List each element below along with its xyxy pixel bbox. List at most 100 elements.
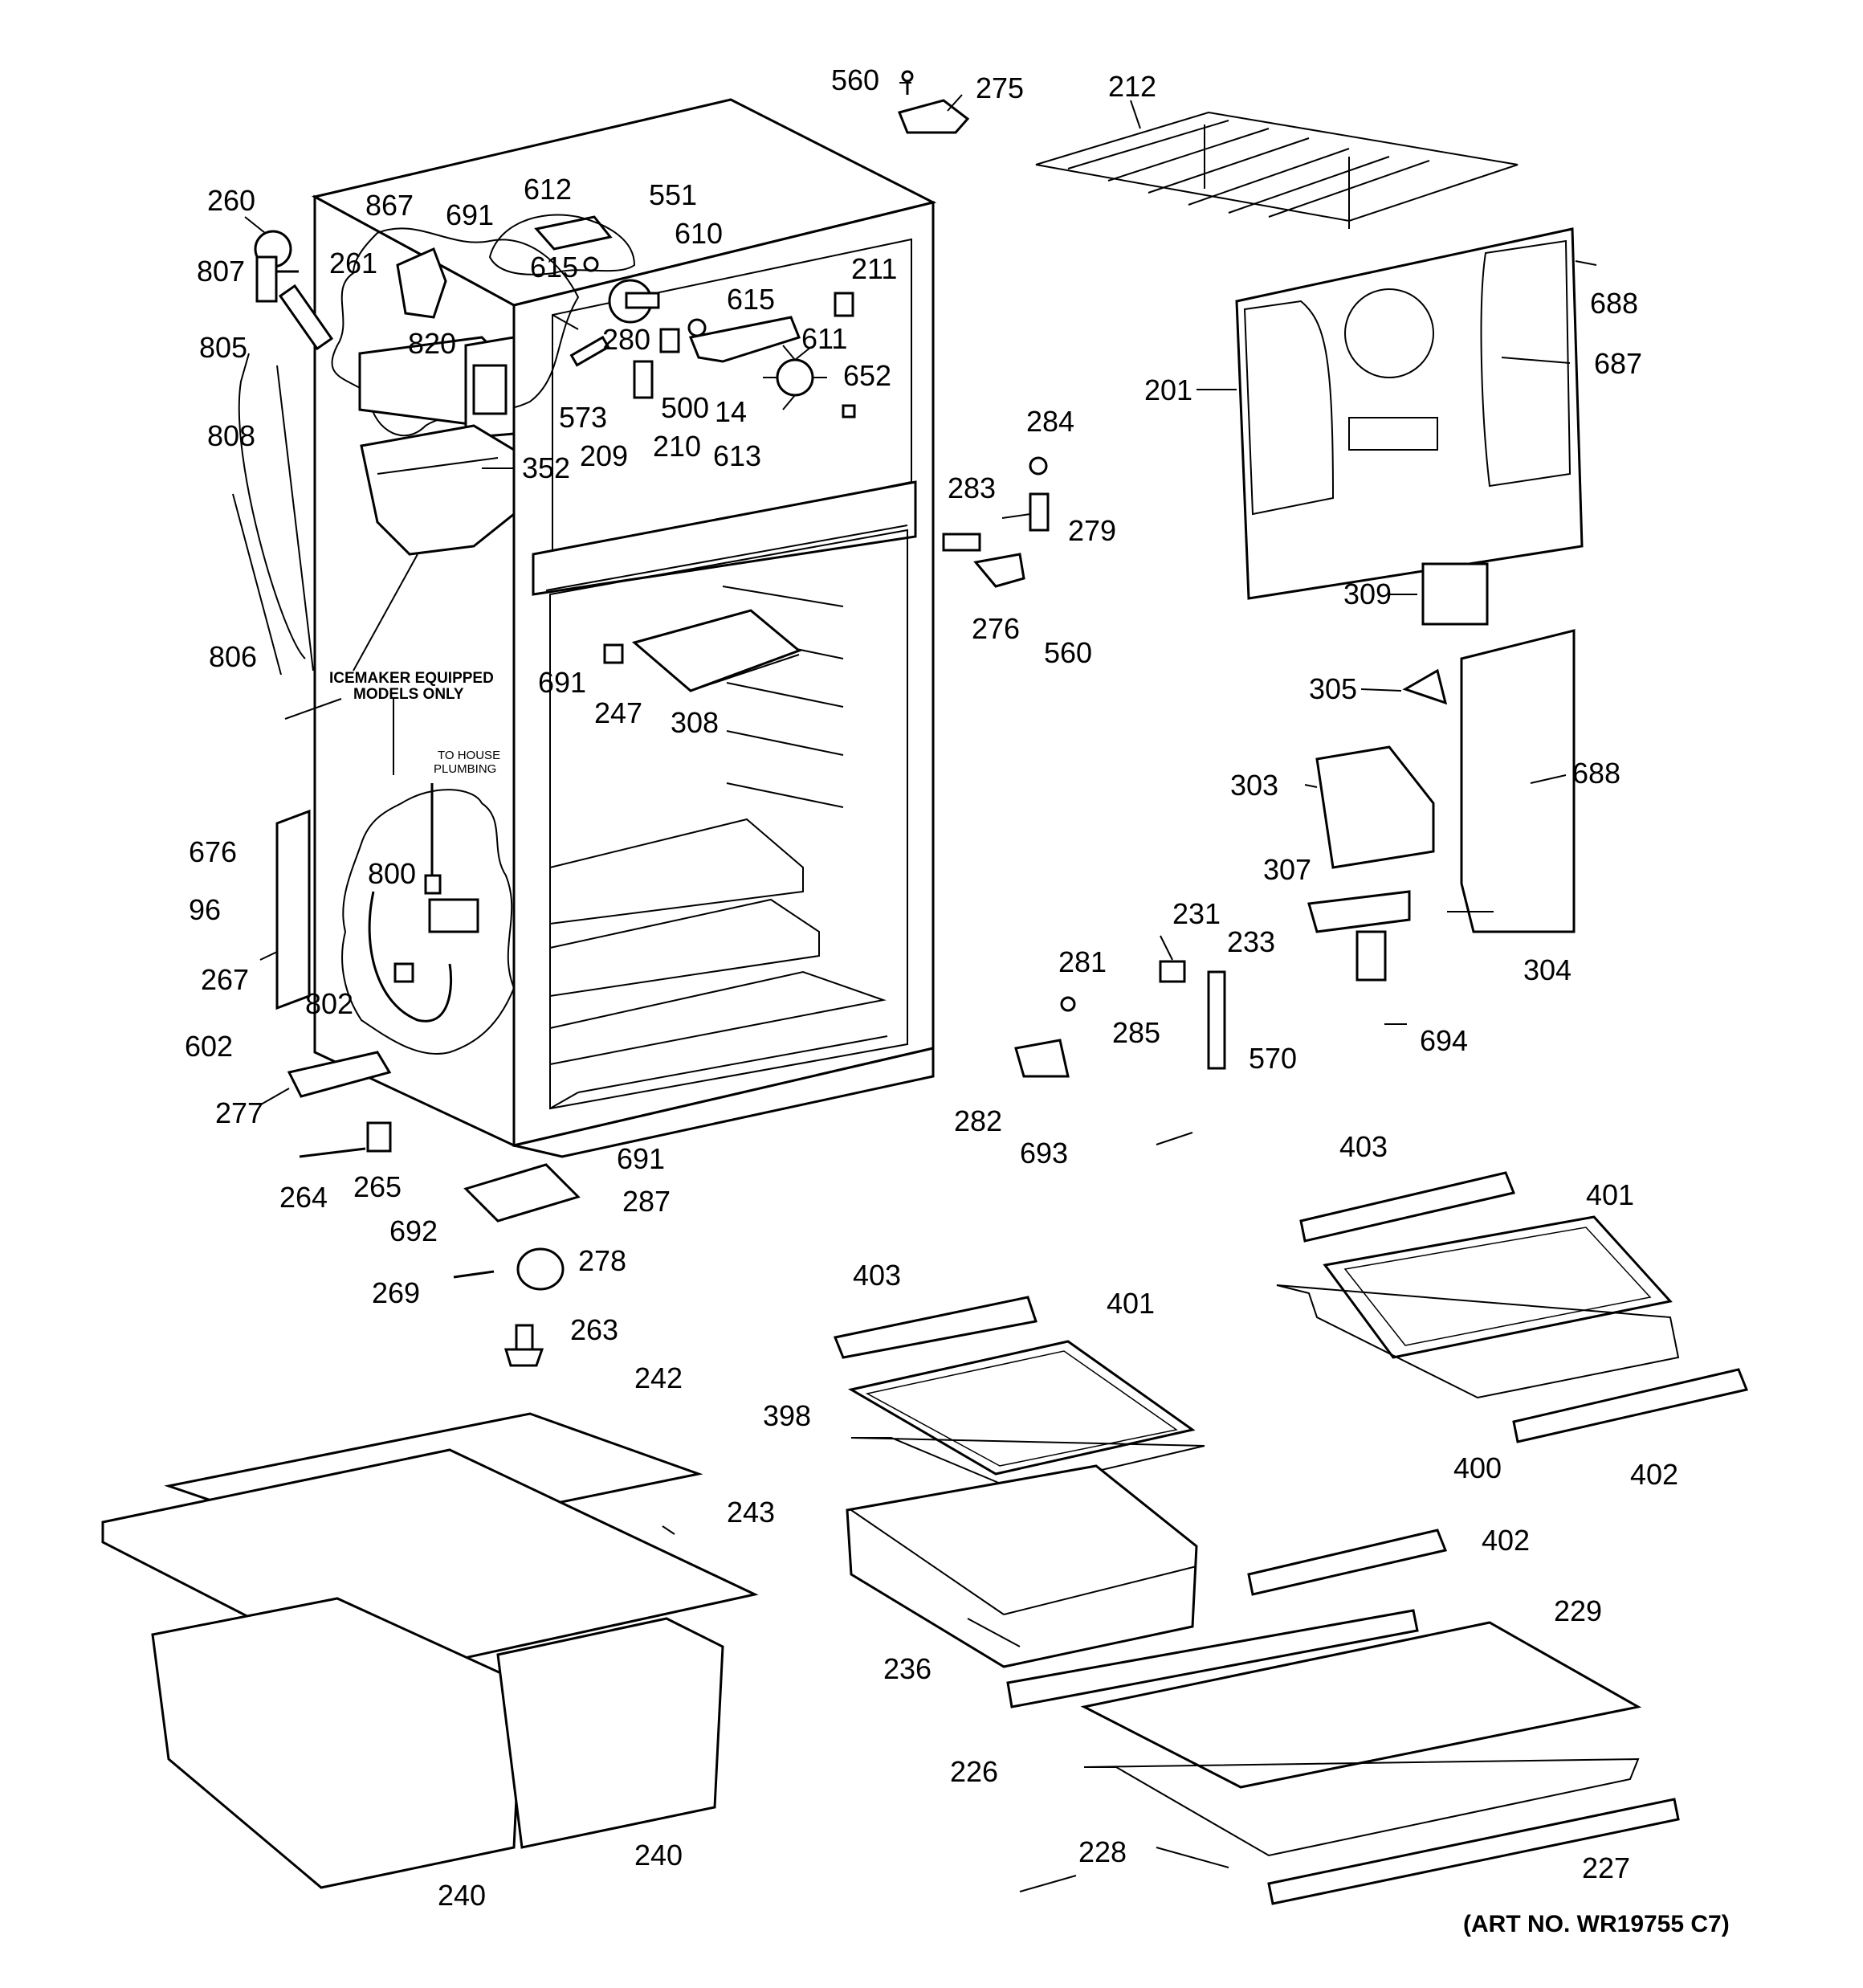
label-800: 800 [368,857,416,890]
label-398: 398 [763,1399,811,1432]
part-labels: 560 275 212 260 867 691 612 551 610 615 … [185,63,1678,1912]
label-806: 806 [209,640,257,673]
label-802: 802 [305,987,353,1020]
plumbing-cutaway [341,783,516,1055]
label-693: 693 [1020,1137,1068,1170]
label-267: 267 [201,963,249,996]
shelves-and-bins [101,1171,1749,1905]
label-228: 228 [1078,1835,1127,1868]
label-264: 264 [279,1181,328,1214]
label-692: 692 [389,1214,438,1247]
label-96: 96 [189,893,221,926]
label-820: 820 [408,327,456,360]
label-210: 210 [653,430,701,463]
label-551: 551 [649,178,697,211]
label-676: 676 [189,835,237,868]
label-615-b: 615 [727,283,775,316]
label-403-lower: 403 [853,1259,901,1292]
label-226: 226 [950,1755,998,1788]
label-275: 275 [976,71,1024,104]
label-808: 808 [207,419,255,452]
label-209: 209 [580,439,628,472]
label-403-upper: 403 [1339,1130,1388,1163]
label-694: 694 [1420,1024,1468,1057]
label-807: 807 [197,255,245,288]
label-240-right: 240 [634,1839,683,1872]
label-263: 263 [570,1313,618,1346]
leader-lines [244,82,1597,1892]
label-560-top: 560 [831,63,879,96]
label-243: 243 [727,1496,775,1529]
label-242: 242 [634,1361,683,1394]
label-352: 352 [522,451,570,484]
label-236: 236 [883,1652,932,1685]
label-611: 611 [801,322,847,355]
label-233: 233 [1227,925,1275,958]
label-402-lower: 402 [1482,1524,1530,1557]
label-201: 201 [1144,374,1192,406]
icemaker-note-line2: MODELS ONLY [353,686,464,703]
label-307: 307 [1263,853,1311,886]
label-304: 304 [1523,953,1572,986]
label-276: 276 [972,612,1020,645]
label-401-upper: 401 [1586,1178,1634,1211]
label-211: 211 [851,252,897,285]
label-227: 227 [1582,1851,1630,1884]
icemaker-assembly [254,230,516,556]
label-309: 309 [1343,578,1392,610]
plumbing-note-line2: PLUMBING [434,762,496,776]
plumbing-note: TO HOUSE PLUMBING [434,749,500,776]
label-280: 280 [602,323,650,356]
label-612: 612 [524,173,572,206]
label-615-a: 615 [530,251,578,284]
label-573: 573 [559,401,607,434]
label-602: 602 [185,1030,233,1063]
label-652: 652 [843,359,891,392]
label-402-right: 402 [1630,1458,1678,1491]
label-284: 284 [1026,405,1074,438]
label-278: 278 [578,1244,626,1277]
label-260: 260 [207,184,255,217]
fridge-cabinet [311,98,937,1158]
label-231: 231 [1172,897,1221,930]
label-261: 261 [329,247,377,280]
label-400: 400 [1453,1451,1502,1484]
label-560-mid: 560 [1044,636,1092,669]
label-229: 229 [1554,1594,1602,1627]
label-287: 287 [622,1185,671,1218]
label-282: 282 [954,1104,1002,1137]
label-691-mid: 691 [538,666,586,699]
icemaker-note: ICEMAKER EQUIPPED MODELS ONLY [329,670,494,703]
label-691-low: 691 [617,1142,665,1175]
label-283: 283 [948,471,996,504]
label-610: 610 [675,217,723,250]
icemaker-note-line1: ICEMAKER EQUIPPED [329,670,494,687]
label-277: 277 [215,1096,263,1129]
label-303: 303 [1230,769,1278,802]
label-687: 687 [1594,347,1642,380]
label-613: 613 [713,439,761,472]
label-247: 247 [594,696,642,729]
small-hardware [275,70,1584,1367]
label-14: 14 [715,395,747,428]
label-269: 269 [372,1276,420,1309]
label-212: 212 [1108,70,1156,103]
label-867: 867 [365,189,414,222]
label-240-left: 240 [438,1879,486,1912]
label-691-top: 691 [446,198,494,231]
art-number: (ART NO. WR19755 C7) [1463,1911,1730,1937]
label-570: 570 [1249,1042,1297,1075]
label-265: 265 [353,1170,402,1203]
label-281: 281 [1058,945,1107,978]
freezer-hardware [488,214,856,418]
label-401-lower: 401 [1107,1287,1155,1320]
label-279: 279 [1068,514,1116,547]
label-285: 285 [1112,1016,1160,1049]
label-305: 305 [1309,672,1357,705]
note-arrows [232,353,418,775]
plumbing-note-line1: TO HOUSE [438,749,500,762]
label-805: 805 [199,331,247,364]
label-500: 500 [661,391,709,424]
label-688-top: 688 [1590,287,1638,320]
